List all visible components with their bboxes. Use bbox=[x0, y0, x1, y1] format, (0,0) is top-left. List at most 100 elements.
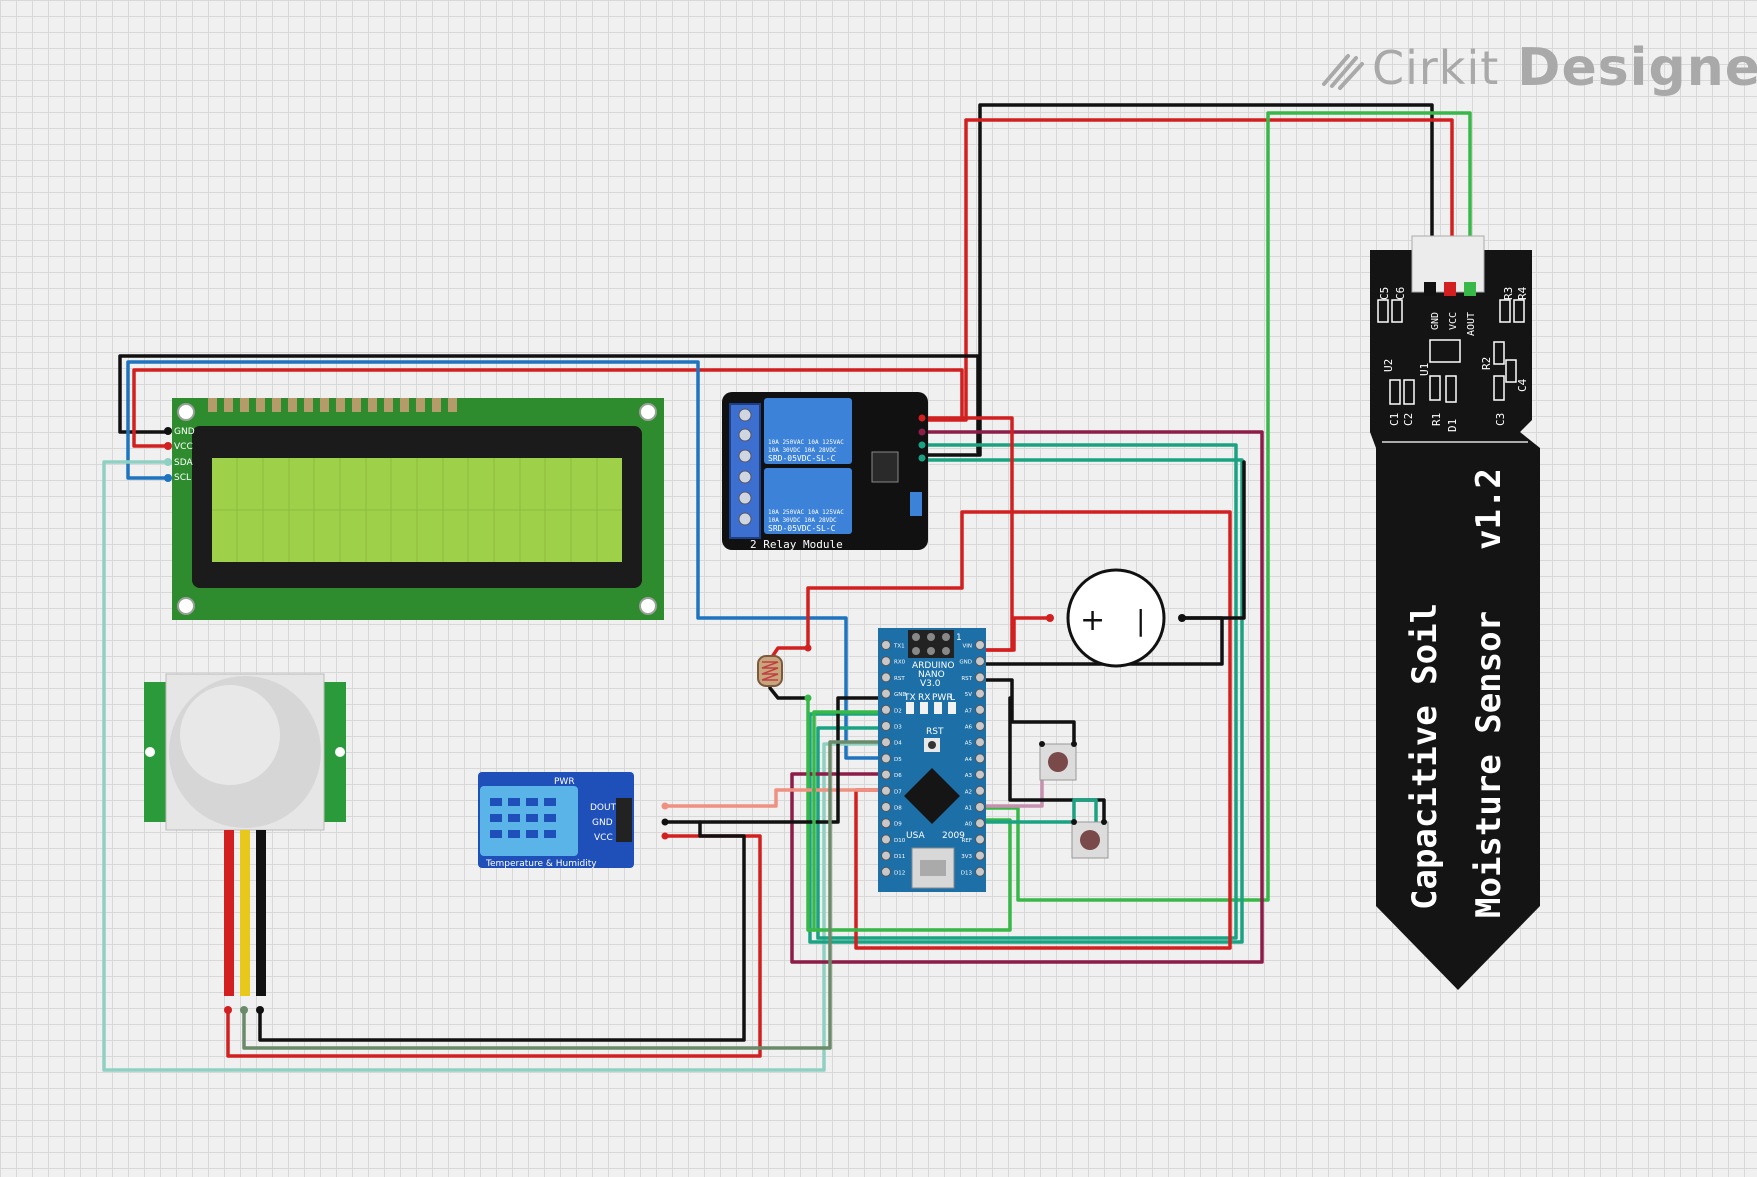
relay-pin-dots[interactable] bbox=[918, 414, 926, 462]
soil-moisture-sensor[interactable]: GND VCC AOUT C5 C6 R3 R4 U2 U1 R2 C4 C1 … bbox=[1370, 235, 1540, 990]
nano-right-pin-vin[interactable] bbox=[975, 640, 985, 650]
wire-soil-aout[interactable] bbox=[980, 111, 1472, 902]
wire-ldr-dark[interactable] bbox=[768, 686, 810, 700]
soil-dot-gnd[interactable] bbox=[1428, 286, 1436, 294]
wire-btn2-black[interactable] bbox=[1008, 696, 1106, 824]
nano-left-pin-d12[interactable] bbox=[881, 866, 891, 877]
wire-red-top-loop[interactable] bbox=[806, 510, 1232, 950]
soil-dot-aout[interactable] bbox=[1466, 286, 1474, 294]
relay-coil-1 bbox=[764, 398, 852, 464]
relay2-rating-2: 10A 30VDC 10A 28VDC bbox=[768, 517, 837, 524]
wire-relay-in2[interactable] bbox=[808, 458, 1244, 944]
lcd-char-grid bbox=[212, 458, 622, 562]
nano-left-pin-d3[interactable] bbox=[881, 721, 891, 731]
nano-left-pin-d10[interactable] bbox=[881, 834, 891, 845]
dht-dot-gnd[interactable] bbox=[661, 818, 669, 826]
dht-dot-dout[interactable] bbox=[661, 802, 669, 810]
nano-icsp-pins bbox=[912, 633, 950, 655]
nano-right-pin-a3[interactable] bbox=[975, 769, 985, 780]
pir-pin-vcc[interactable] bbox=[224, 1006, 232, 1014]
wire-dht-gnd[interactable] bbox=[663, 696, 888, 824]
arduino-nano[interactable]: 1 ARDUINO NANO V3.0 TX RX PWR L RST USA … bbox=[878, 628, 986, 892]
btn2-pin-a[interactable] bbox=[1071, 819, 1077, 825]
push-button-1[interactable] bbox=[1039, 741, 1077, 781]
wire-red-buzzer[interactable] bbox=[980, 616, 1052, 652]
nano-title-1: ARDUINO bbox=[912, 661, 954, 671]
nano-right-pin-a2[interactable] bbox=[975, 785, 985, 796]
wire-relay-in1[interactable] bbox=[816, 443, 1238, 940]
push-button-2[interactable] bbox=[1071, 819, 1109, 859]
brand-name-designer: Designer bbox=[1517, 38, 1757, 98]
wire-lcd-gnd[interactable] bbox=[118, 354, 980, 454]
nano-right-pin-a6[interactable] bbox=[975, 721, 985, 731]
soil-dot-vcc[interactable] bbox=[1448, 286, 1456, 294]
nano-right-pin-a4[interactable] bbox=[975, 753, 985, 764]
nano-left-pin-d4[interactable] bbox=[881, 737, 891, 748]
nano-right-pin-3v3[interactable] bbox=[975, 850, 985, 861]
nano-right-pin-ref[interactable] bbox=[975, 834, 985, 845]
nano-right-pin-gnd[interactable] bbox=[975, 656, 985, 667]
nano-left-pin-d2[interactable] bbox=[881, 704, 891, 715]
nano-left-pin-d5[interactable] bbox=[881, 753, 891, 764]
pir-pin-gnd[interactable] bbox=[256, 1006, 264, 1014]
dht-grille bbox=[490, 798, 556, 838]
nano-left-pin-d6[interactable] bbox=[881, 769, 891, 780]
photoresistor[interactable] bbox=[757, 644, 812, 702]
pir-sensor[interactable] bbox=[144, 673, 346, 1014]
wire-green-nano[interactable] bbox=[812, 710, 888, 932]
nano-left-pin-d8[interactable] bbox=[881, 802, 891, 812]
nano-left-pin-tx1[interactable] bbox=[881, 640, 891, 650]
ldr-pin-2[interactable] bbox=[804, 694, 812, 702]
wire-lcd-scl[interactable] bbox=[126, 360, 888, 760]
wire-btn1-black[interactable] bbox=[980, 678, 1076, 746]
nano-right-pin-rst[interactable] bbox=[975, 672, 985, 683]
wires bbox=[102, 103, 1472, 1072]
dht-dot-vcc[interactable] bbox=[661, 832, 669, 840]
pir-wire-vcc bbox=[224, 830, 234, 996]
wire-btn2-teal[interactable] bbox=[1072, 798, 1098, 824]
ldr-pin-1[interactable] bbox=[804, 644, 812, 652]
nano-right-pin-a5[interactable] bbox=[975, 737, 985, 748]
nano-right-pin-d13[interactable] bbox=[975, 866, 985, 877]
relay2-model: SRD-05VDC-SL-C bbox=[768, 524, 836, 533]
wire-dht-vcc[interactable] bbox=[226, 834, 762, 1058]
buzzer[interactable]: + | bbox=[1046, 568, 1186, 668]
wire-dht-dout[interactable] bbox=[663, 788, 888, 808]
buzzer-pin-plus[interactable] bbox=[1046, 614, 1054, 622]
relay-module[interactable]: 10A 250VAC 10A 125VAC 10A 30VDC 10A 28VD… bbox=[722, 392, 928, 551]
nano-right-pin-a7[interactable] bbox=[975, 704, 985, 715]
wire-pir-signal[interactable] bbox=[242, 740, 888, 1050]
nano-left-pin-rx0[interactable] bbox=[881, 656, 891, 667]
nano-right-pin-5v[interactable] bbox=[975, 688, 985, 699]
lcd-pin-dots[interactable] bbox=[164, 427, 172, 482]
buzzer-pin-minus[interactable] bbox=[1178, 614, 1186, 622]
btn1-pin-b[interactable] bbox=[1071, 741, 1077, 747]
nano-right-pin-a0[interactable] bbox=[975, 818, 985, 829]
soil-part-u2: U2 bbox=[1382, 359, 1395, 372]
wire-soil-gnd[interactable] bbox=[920, 103, 1434, 457]
nano-left-pin-label-d7: D7 bbox=[894, 789, 902, 795]
wire-relay-red[interactable] bbox=[920, 416, 1014, 652]
wire-lcd-sda[interactable] bbox=[102, 460, 888, 1072]
nano-left-pin-label-gnd: GND bbox=[894, 692, 907, 698]
nano-left-pin-d9[interactable] bbox=[881, 818, 891, 829]
wire-lcd-vcc[interactable] bbox=[132, 368, 964, 448]
nano-right-pin-label-rst: RST bbox=[961, 676, 972, 682]
nano-left-pin-d7[interactable] bbox=[881, 785, 891, 796]
btn1-pin-a[interactable] bbox=[1039, 741, 1045, 747]
nano-right-pin-a1[interactable] bbox=[975, 802, 985, 812]
wire-ldr-green[interactable] bbox=[806, 696, 1012, 932]
nano-left-pin-rst[interactable] bbox=[881, 672, 891, 683]
lcd-display[interactable]: GND VCC SDA SCL bbox=[164, 398, 664, 620]
soil-part-c3: C3 bbox=[1494, 413, 1507, 426]
btn2-pin-b[interactable] bbox=[1101, 819, 1107, 825]
pir-pin-out[interactable] bbox=[240, 1006, 248, 1014]
wire-soil-vcc[interactable] bbox=[920, 118, 1454, 422]
nano-left-pin-gnd[interactable] bbox=[881, 688, 891, 699]
nano-left-pin-d11[interactable] bbox=[881, 850, 891, 861]
wire-dht-gnd-2[interactable] bbox=[258, 820, 746, 1042]
dht11-sensor[interactable]: PWR DOUT GND VCC Temperature & Humidity bbox=[478, 772, 669, 869]
